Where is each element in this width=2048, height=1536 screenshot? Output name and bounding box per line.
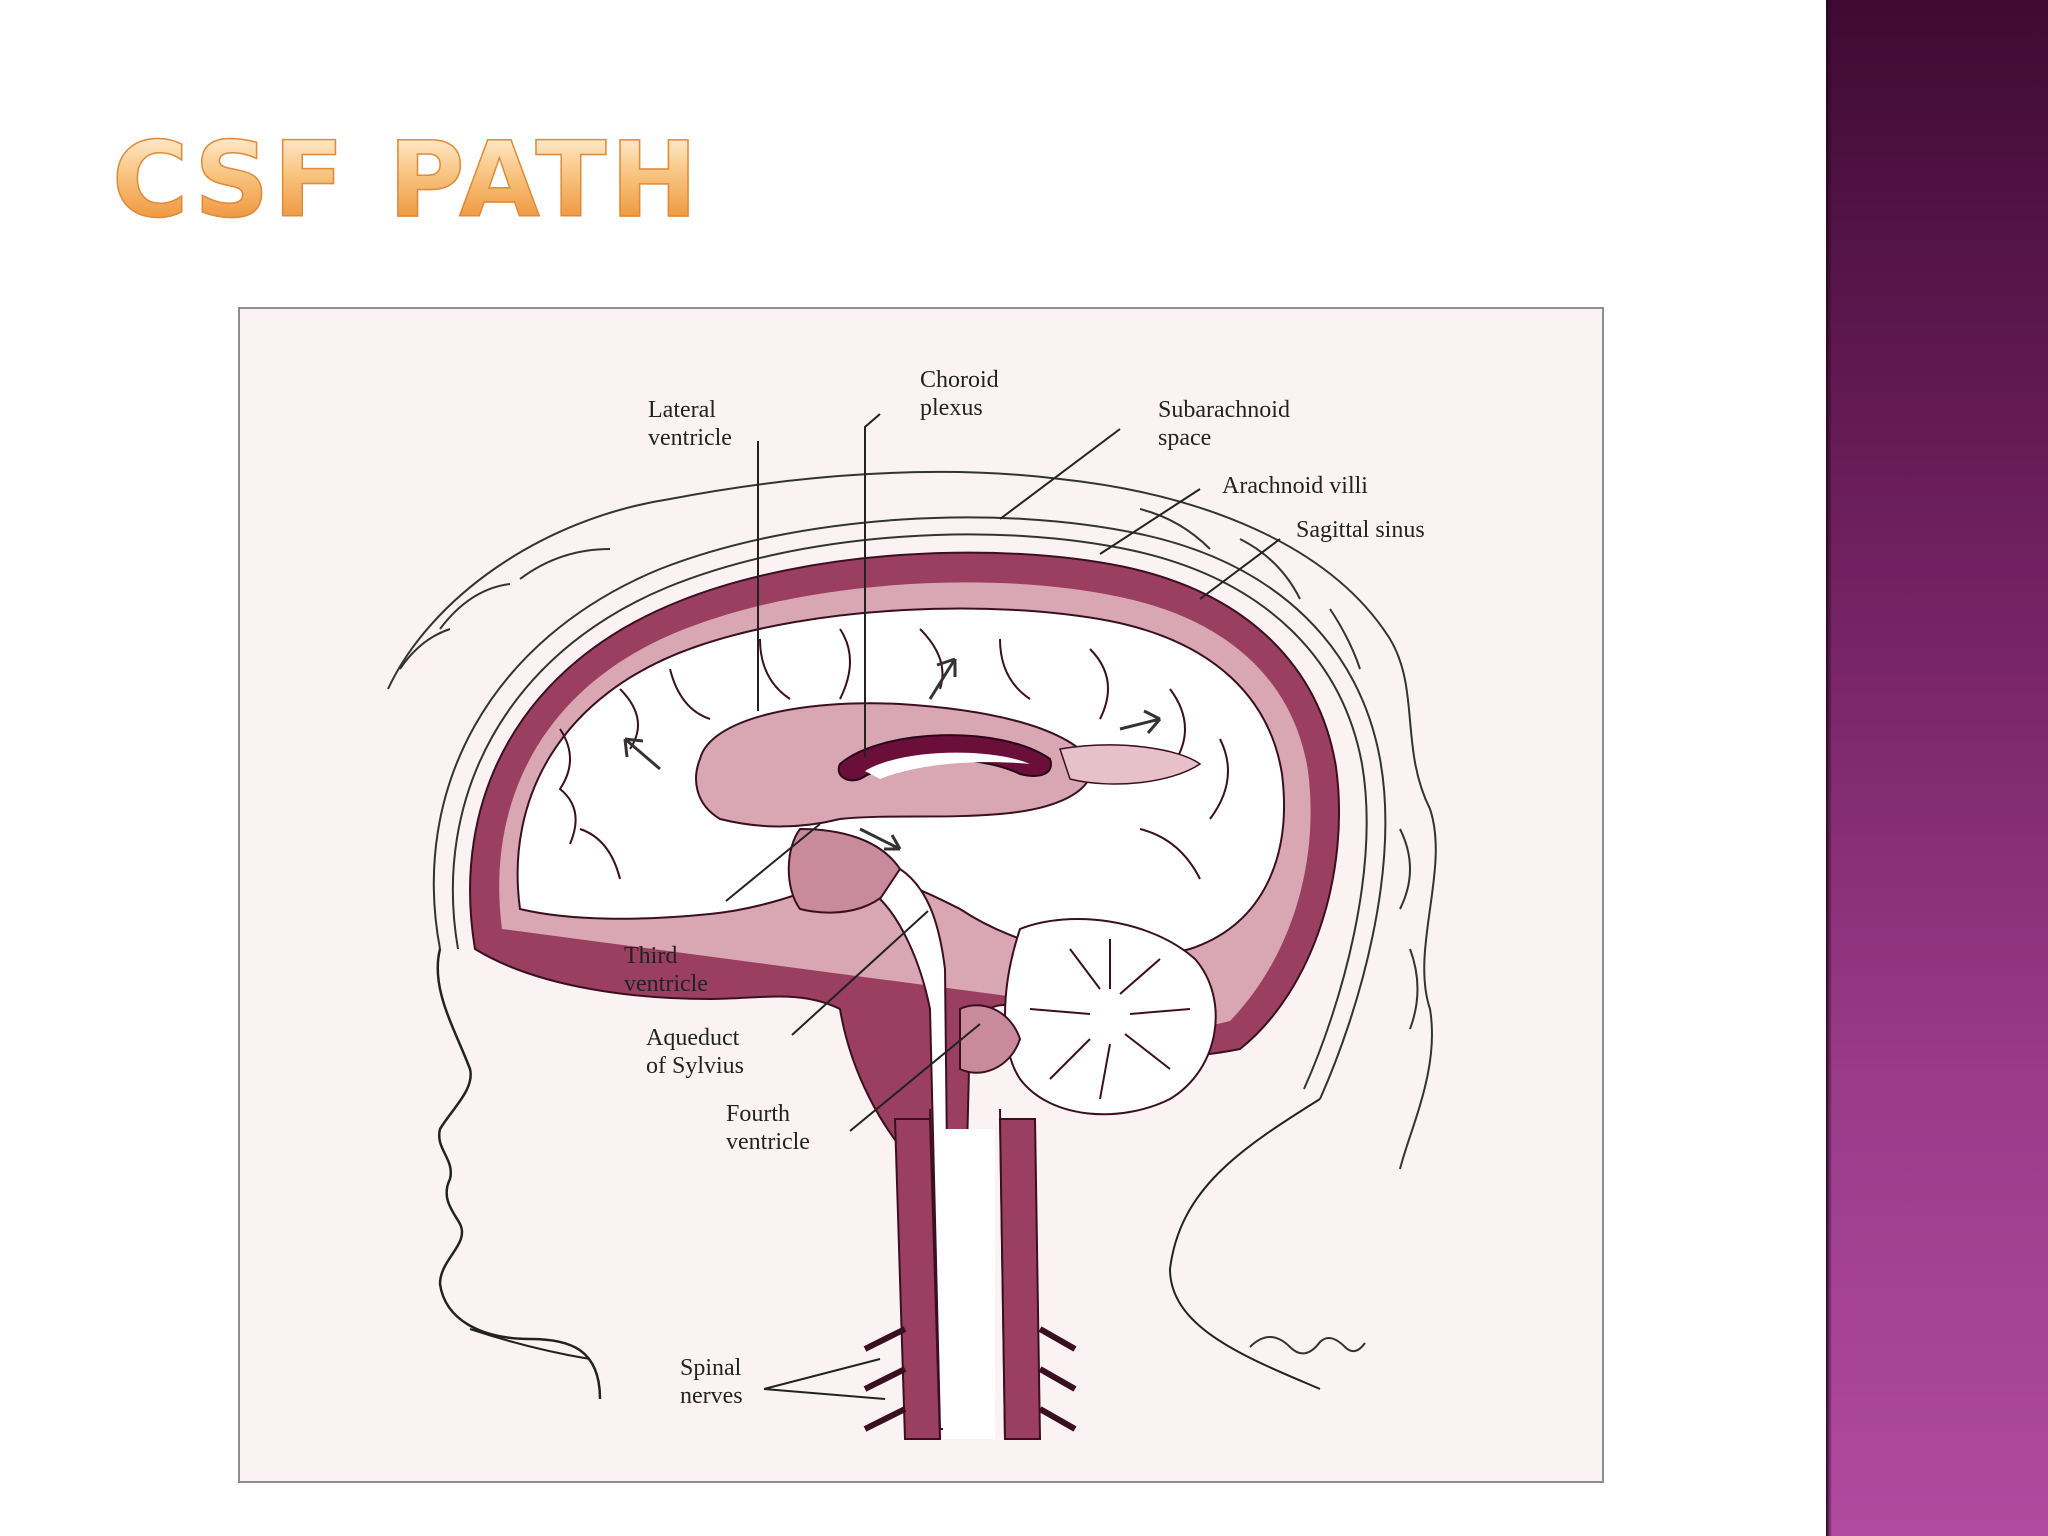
face-profile: [436, 948, 602, 1400]
cerebellum-folia: [1029, 939, 1191, 1100]
csf-flow-arrows: [623, 657, 1162, 851]
label-choroid-plexus: Choroid plexus: [920, 367, 1005, 421]
decorative-side-band: [1826, 0, 2048, 1536]
label-arachnoid-villi: Arachnoid villi: [1222, 473, 1368, 499]
label-lateral-ventricle: Lateral ventricle: [648, 397, 732, 451]
third-ventricle-region: [787, 827, 902, 914]
brainstem-channel: [878, 867, 952, 1430]
hair-strands: [399, 508, 1419, 1030]
scalp-outline: [432, 516, 1387, 1100]
label-third-ventricle: Third ventricle: [624, 943, 708, 997]
label-spinal-nerves: Spinal nerves: [680, 1355, 747, 1409]
choroid-plexus-inner: [865, 752, 1030, 779]
hair-outline: [387, 470, 1437, 1170]
artist-signature: [1249, 1336, 1366, 1355]
neck-back-outline: [1168, 1098, 1321, 1390]
csf-diagram-svg: Lateral ventricle Choroid plexus Subarac…: [387, 367, 1437, 1440]
skull-outline: [451, 533, 1368, 1090]
spinal-cord-interior: [943, 1129, 995, 1439]
label-subarachnoid-space: Subarachnoid space: [1158, 397, 1296, 451]
csf-diagram-figure: Lateral ventricle Choroid plexus Subarac…: [238, 307, 1604, 1483]
side-band-edge: [1826, 0, 1832, 1536]
label-fourth-ventricle: Fourth ventricle: [726, 1101, 810, 1155]
posterior-horn: [1059, 744, 1202, 785]
spinal-nerve-branches: [863, 1326, 1077, 1432]
label-sagittal-sinus: Sagittal sinus: [1296, 517, 1425, 543]
label-aqueduct-of-sylvius: Aqueduct of Sylvius: [646, 1025, 745, 1079]
chin-line: [469, 1328, 591, 1360]
fourth-ventricle-region: [959, 1004, 1022, 1074]
leader-lines: [725, 413, 1281, 1400]
brain-gyri: [558, 628, 1229, 880]
slide-title: CSF PATH: [111, 119, 702, 241]
spinal-csf-right: [998, 1118, 1042, 1440]
